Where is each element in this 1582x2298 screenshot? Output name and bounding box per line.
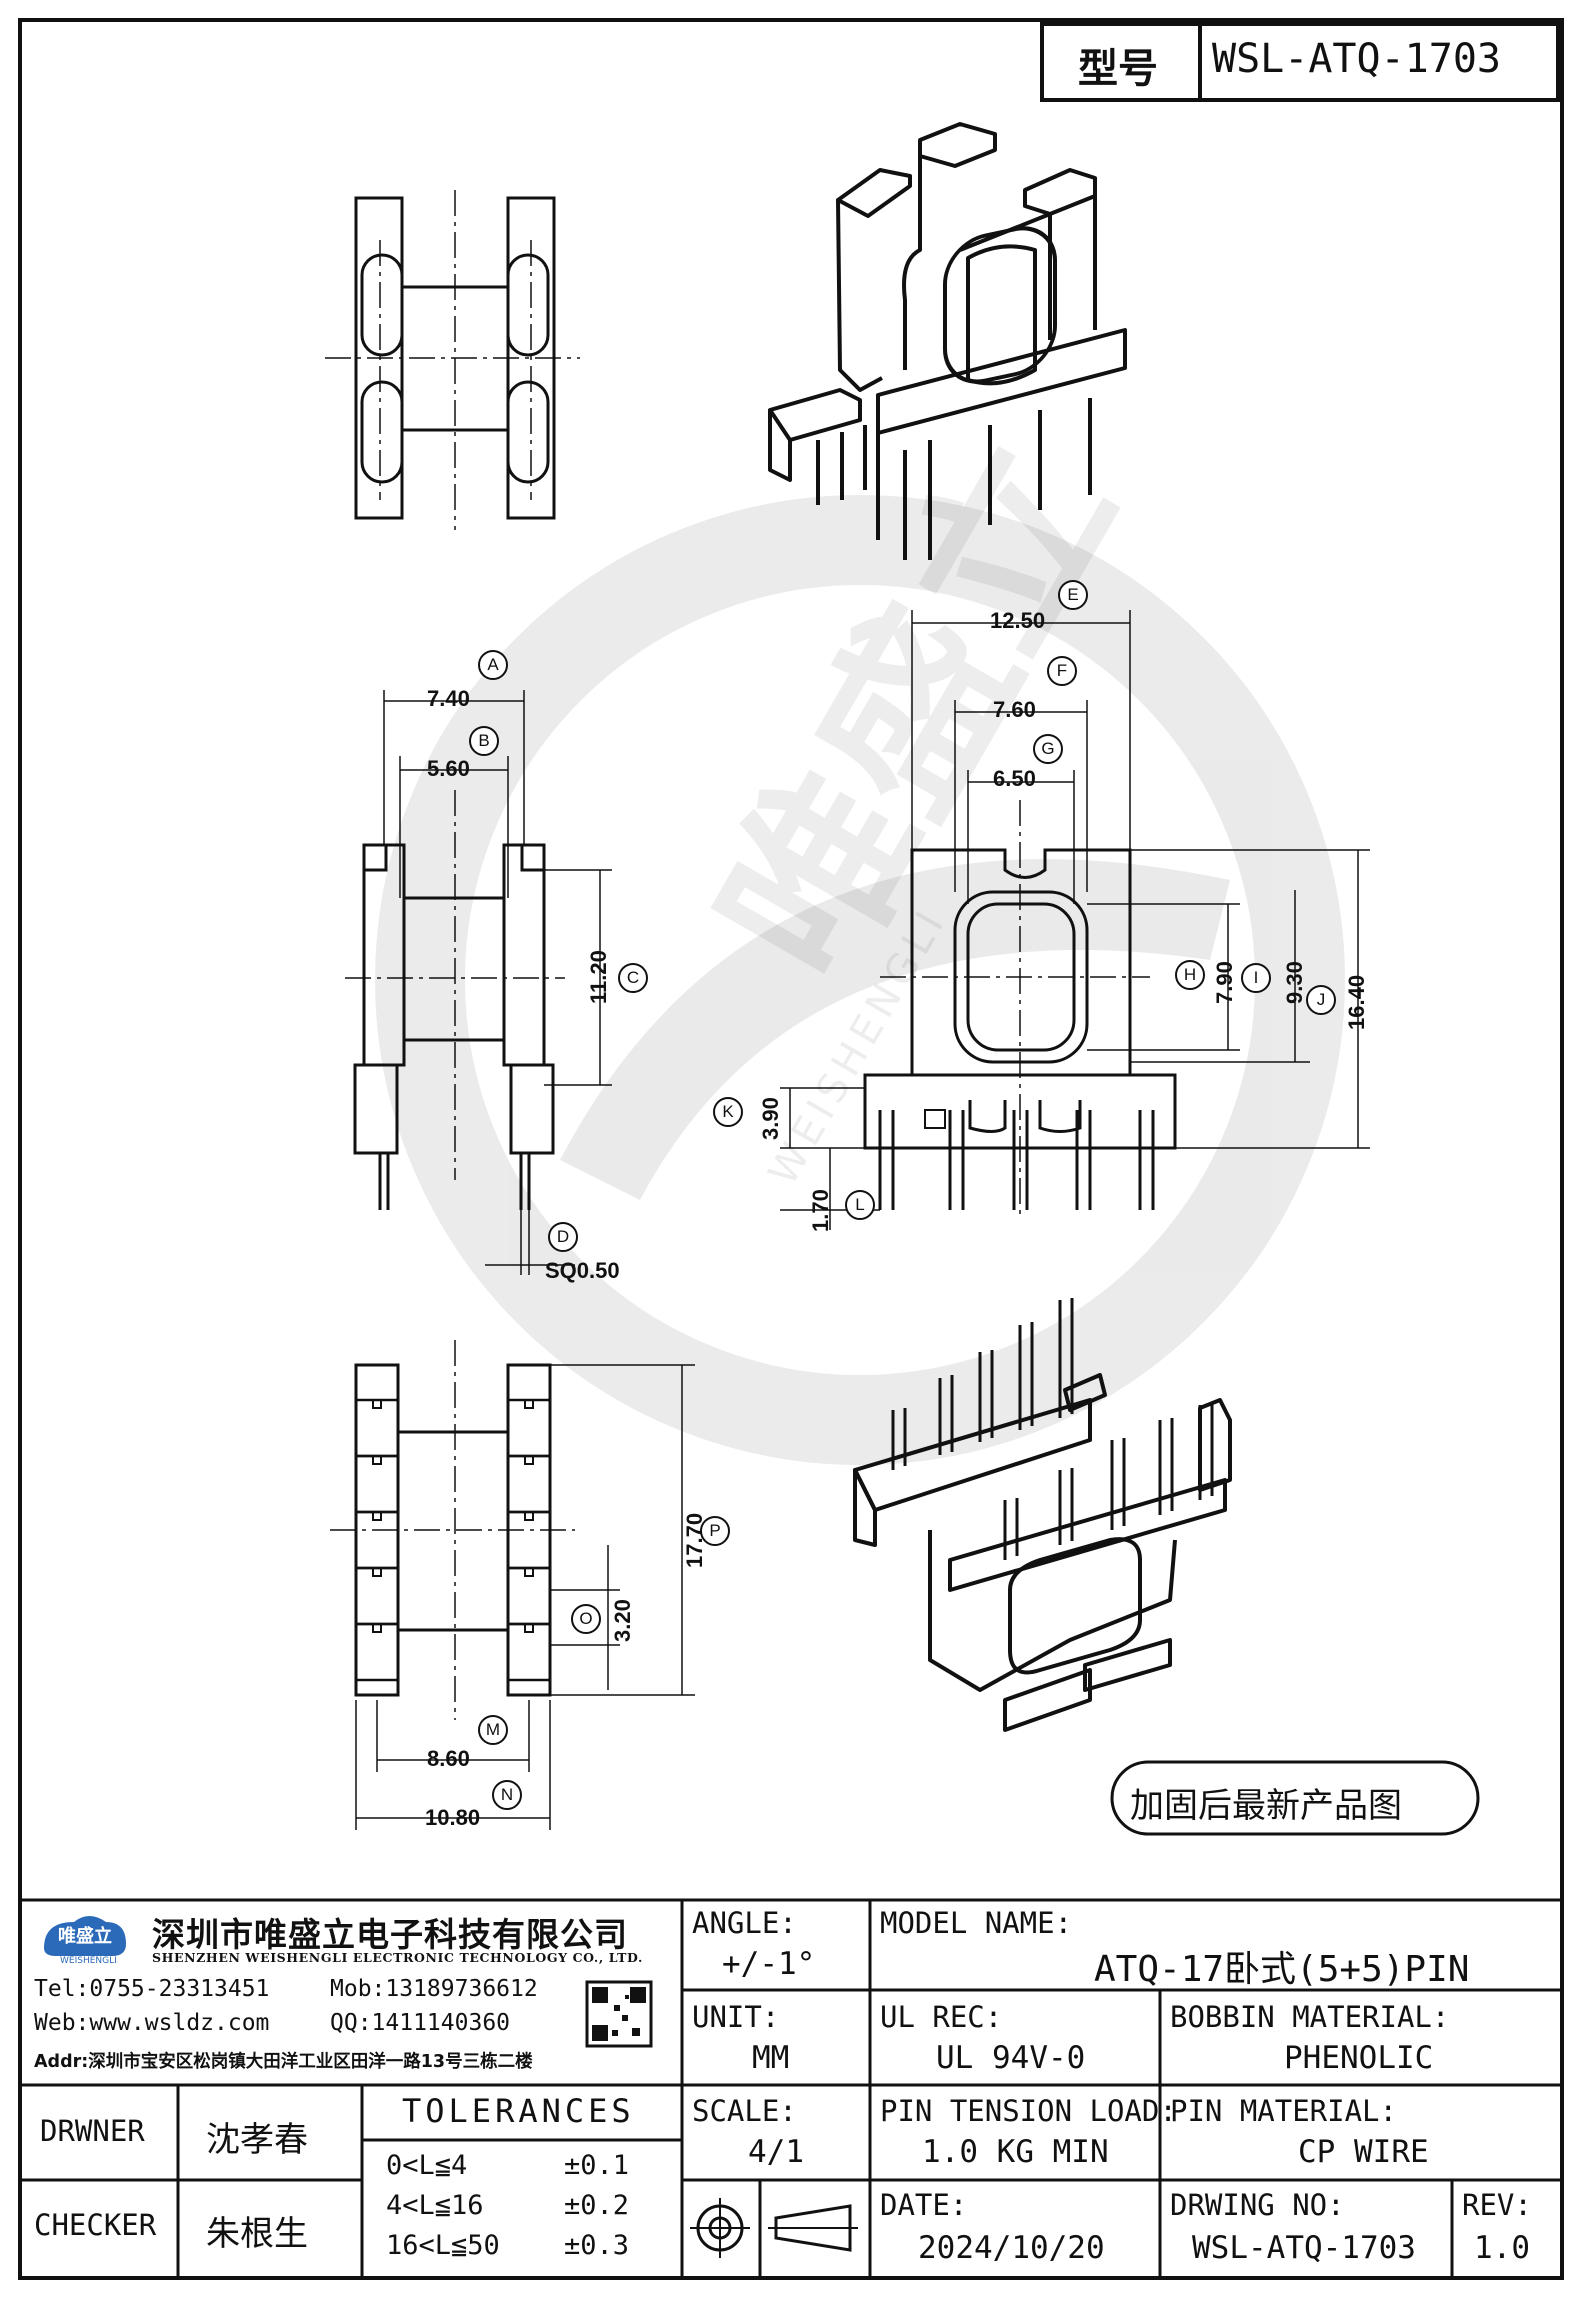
dim-marker-j: J [1306,985,1336,1015]
unit-value: MM [752,2040,790,2076]
scale-label: SCALE: [692,2094,797,2128]
dim-value-h: 7.90 [1212,961,1237,1004]
dim-value-k: 3.90 [758,1097,783,1140]
tolerance-range: 4<L≦16 [386,2190,484,2221]
dim-value-d: SQ0.50 [545,1258,620,1283]
company-address: Addr:深圳市宝安区松岗镇大田洋工业区田洋一路13号三栋二楼 [34,2052,533,2072]
isometric-top-view [768,122,1127,560]
dim-marker-n: N [492,1780,522,1810]
tolerance-row: 16<L≦50 ±0.3 [386,2230,676,2261]
side-view [345,690,612,1275]
drawer-label: DRWNER [40,2114,145,2148]
bobbin-material-label: BOBBIN MATERIAL: [1170,2000,1450,2034]
unit-label: UNIT: [692,2000,780,2034]
model-label: 型号 [1078,46,1158,92]
bobbin-material-value: PHENOLIC [1284,2040,1434,2076]
model-name-label: MODEL NAME: [880,1906,1073,1940]
company-mob: Mob:13189736612 [330,1976,538,2002]
company-logo: 唯盛立 WEISHENGLI [34,1908,134,1968]
dim-marker-a: A [478,650,508,680]
dim-value-l: 1.70 [808,1189,833,1232]
company-tel: Tel:0755-23313451 [34,1976,270,2002]
dim-marker-h: H [1175,960,1205,990]
tolerance-value: ±0.3 [564,2230,630,2261]
dim-marker-g: G [1033,734,1063,764]
company-web: Web:www.wsldz.com [34,2010,270,2036]
pin-material-value: CP WIRE [1298,2134,1429,2170]
dim-marker-k: K [713,1097,743,1127]
dim-value-c: 11.20 [586,950,611,1004]
dim-value-o: 3.20 [610,1599,635,1642]
tolerances-heading: TOLERANCES [402,2092,635,2130]
drawing-no-value: WSL-ATQ-1703 [1192,2230,1416,2266]
dim-value-j: 16.40 [1344,974,1369,1030]
dim-marker-i: I [1241,963,1271,993]
dim-value-i: 9.30 [1282,961,1307,1004]
company-logo-text: 唯盛立 [58,1926,112,1947]
qr-code [585,1980,653,2048]
dim-value-e: 12.50 [990,608,1046,633]
dim-value-p: 17.70 [682,1512,707,1568]
dim-value-g: 6.50 [993,766,1036,791]
drawer-name: 沈孝春 [206,2120,308,2160]
callout-text: 加固后最新产品图 [1130,1786,1402,1826]
model-number: WSL-ATQ-1703 [1212,36,1501,82]
company-qq: QQ:1411140360 [330,2010,511,2036]
title-block-grid [20,1898,1562,2278]
ul-rec-label: UL REC: [880,2000,1003,2034]
drawing-no-label: DRWING NO: [1170,2188,1345,2222]
tolerance-row: 0<L≦4 ±0.1 [386,2150,676,2181]
angle-label: ANGLE: [692,1906,797,1940]
date-value: 2024/10/20 [918,2230,1105,2266]
sheet-border [18,18,1564,2280]
isometric-bottom-view [853,1298,1232,1732]
top-view [325,190,580,530]
dim-value-m: 8.60 [427,1746,470,1771]
watermark-logo [375,495,1345,1465]
dim-value-n: 10.80 [425,1805,481,1830]
rev-value: 1.0 [1474,2230,1530,2266]
dim-marker-e: E [1058,580,1088,610]
dim-marker-c: C [618,963,648,993]
rev-label: REV: [1462,2188,1532,2222]
tolerance-range: 0<L≦4 [386,2150,468,2181]
tolerance-range: 16<L≦50 [386,2230,500,2261]
dim-marker-o: O [571,1604,601,1634]
angle-value: +/-1° [722,1946,816,1982]
dim-marker-f: F [1047,656,1077,686]
tolerance-row: 4<L≦16 ±0.2 [386,2190,676,2221]
company-name-cn: 深圳市唯盛立电子科技有限公司 [152,1915,628,1954]
checker-name: 朱根生 [206,2214,308,2254]
company-name-en: SHENZHEN WEISHENGLI ELECTRONIC TECHNOLOG… [152,1950,643,1965]
ul-rec-value: UL 94V-0 [936,2040,1086,2076]
dim-marker-b: B [469,726,499,756]
pin-tension-label: PIN TENSION LOAD: [880,2094,1177,2128]
dim-marker-l: L [845,1190,875,1220]
company-logo-subtext: WEISHENGLI [60,1956,117,1966]
dim-marker-p: P [700,1516,730,1546]
dim-marker-m: M [478,1715,508,1745]
bottom-view [330,1340,695,1830]
dim-marker-d: D [548,1222,578,1252]
dim-value-b: 5.60 [427,756,470,781]
scale-value: 4/1 [748,2134,804,2170]
dim-value-a: 7.40 [427,686,470,711]
dim-value-f: 7.60 [993,697,1036,722]
checker-label: CHECKER [34,2208,157,2242]
tolerance-value: ±0.2 [564,2190,630,2221]
pin-material-label: PIN MATERIAL: [1170,2094,1397,2128]
pin-tension-value: 1.0 KG MIN [922,2134,1109,2170]
date-label: DATE: [880,2188,968,2222]
projection-symbol [690,2198,858,2258]
front-view [780,610,1370,1230]
tolerance-value: ±0.1 [564,2150,630,2181]
callout-frame [1110,1760,1480,1836]
model-name-value: ATQ-17卧式(5+5)PIN [1094,1949,1470,1990]
